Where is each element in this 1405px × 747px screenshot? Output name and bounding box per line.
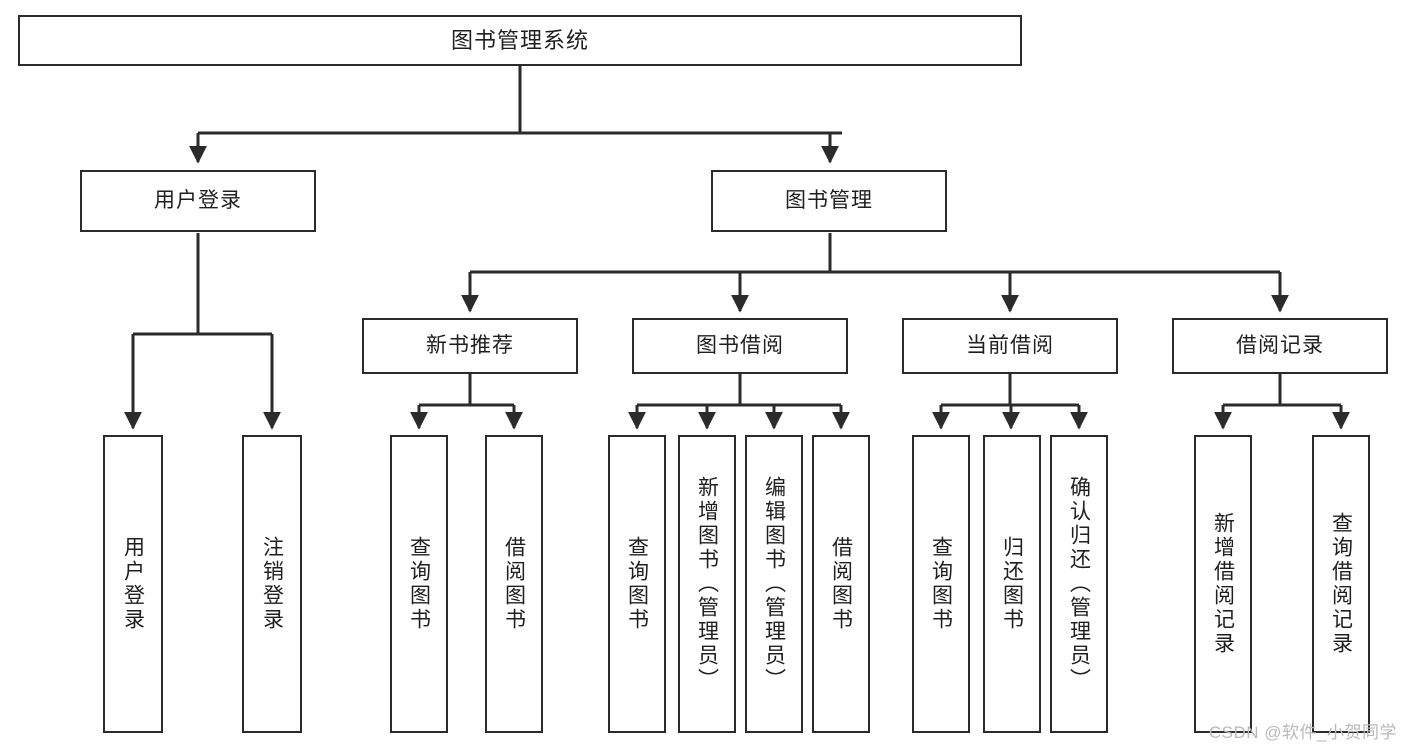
leaf-current-query-book-label: 查询图书 bbox=[929, 536, 953, 632]
node-root[interactable]: 图书管理系统 bbox=[18, 15, 1022, 66]
leaf-borrow-edit-book-label: 编辑图书（管理员） bbox=[762, 476, 786, 692]
leaf-user-logout[interactable]: 注销登录 bbox=[242, 435, 302, 733]
leaf-borrow-add-book[interactable]: 新增图书（管理员） bbox=[678, 435, 736, 733]
leaf-borrow-query-book[interactable]: 查询图书 bbox=[608, 435, 666, 733]
leaf-record-query[interactable]: 查询借阅记录 bbox=[1312, 435, 1370, 733]
leaf-current-return-book[interactable]: 归还图书 bbox=[983, 435, 1041, 733]
node-borrow-record-label: 借阅记录 bbox=[1236, 333, 1324, 357]
leaf-borrow-borrow-book[interactable]: 借阅图书 bbox=[812, 435, 870, 733]
node-book-management[interactable]: 图书管理 bbox=[711, 170, 947, 232]
node-root-label: 图书管理系统 bbox=[450, 27, 589, 53]
leaf-recommend-borrow-book[interactable]: 借阅图书 bbox=[485, 435, 543, 733]
node-book-borrow-label: 图书借阅 bbox=[696, 333, 784, 357]
leaf-current-return-book-label: 归还图书 bbox=[1000, 536, 1024, 632]
node-book-borrow[interactable]: 图书借阅 bbox=[632, 318, 848, 374]
leaf-recommend-query-book[interactable]: 查询图书 bbox=[390, 435, 448, 733]
node-borrow-record[interactable]: 借阅记录 bbox=[1172, 318, 1388, 374]
leaf-record-add-label: 新增借阅记录 bbox=[1211, 512, 1235, 656]
leaf-record-add[interactable]: 新增借阅记录 bbox=[1194, 435, 1252, 733]
leaf-user-login-label: 用户登录 bbox=[121, 536, 145, 632]
node-current-borrow[interactable]: 当前借阅 bbox=[902, 318, 1118, 374]
node-book-management-label: 图书管理 bbox=[785, 188, 873, 212]
leaf-borrow-query-book-label: 查询图书 bbox=[625, 536, 649, 632]
leaf-borrow-edit-book[interactable]: 编辑图书（管理员） bbox=[745, 435, 803, 733]
leaf-recommend-borrow-book-label: 借阅图书 bbox=[502, 536, 526, 632]
node-user-login-label: 用户登录 bbox=[154, 188, 242, 212]
leaf-borrow-borrow-book-label: 借阅图书 bbox=[829, 536, 853, 632]
leaf-current-confirm-return[interactable]: 确认归还（管理员） bbox=[1050, 435, 1108, 733]
node-current-borrow-label: 当前借阅 bbox=[966, 333, 1054, 357]
leaf-recommend-query-book-label: 查询图书 bbox=[407, 536, 431, 632]
leaf-record-query-label: 查询借阅记录 bbox=[1329, 512, 1353, 656]
leaf-current-confirm-return-label: 确认归还（管理员） bbox=[1067, 476, 1091, 692]
leaf-user-login[interactable]: 用户登录 bbox=[103, 435, 163, 733]
node-new-book-recommend-label: 新书推荐 bbox=[426, 333, 514, 357]
node-user-login[interactable]: 用户登录 bbox=[80, 170, 316, 232]
watermark: CSDN @软件_小贺同学 bbox=[1208, 723, 1397, 742]
leaf-user-logout-label: 注销登录 bbox=[260, 536, 284, 632]
node-new-book-recommend[interactable]: 新书推荐 bbox=[362, 318, 578, 374]
leaf-borrow-add-book-label: 新增图书（管理员） bbox=[695, 476, 719, 692]
leaf-current-query-book[interactable]: 查询图书 bbox=[912, 435, 970, 733]
